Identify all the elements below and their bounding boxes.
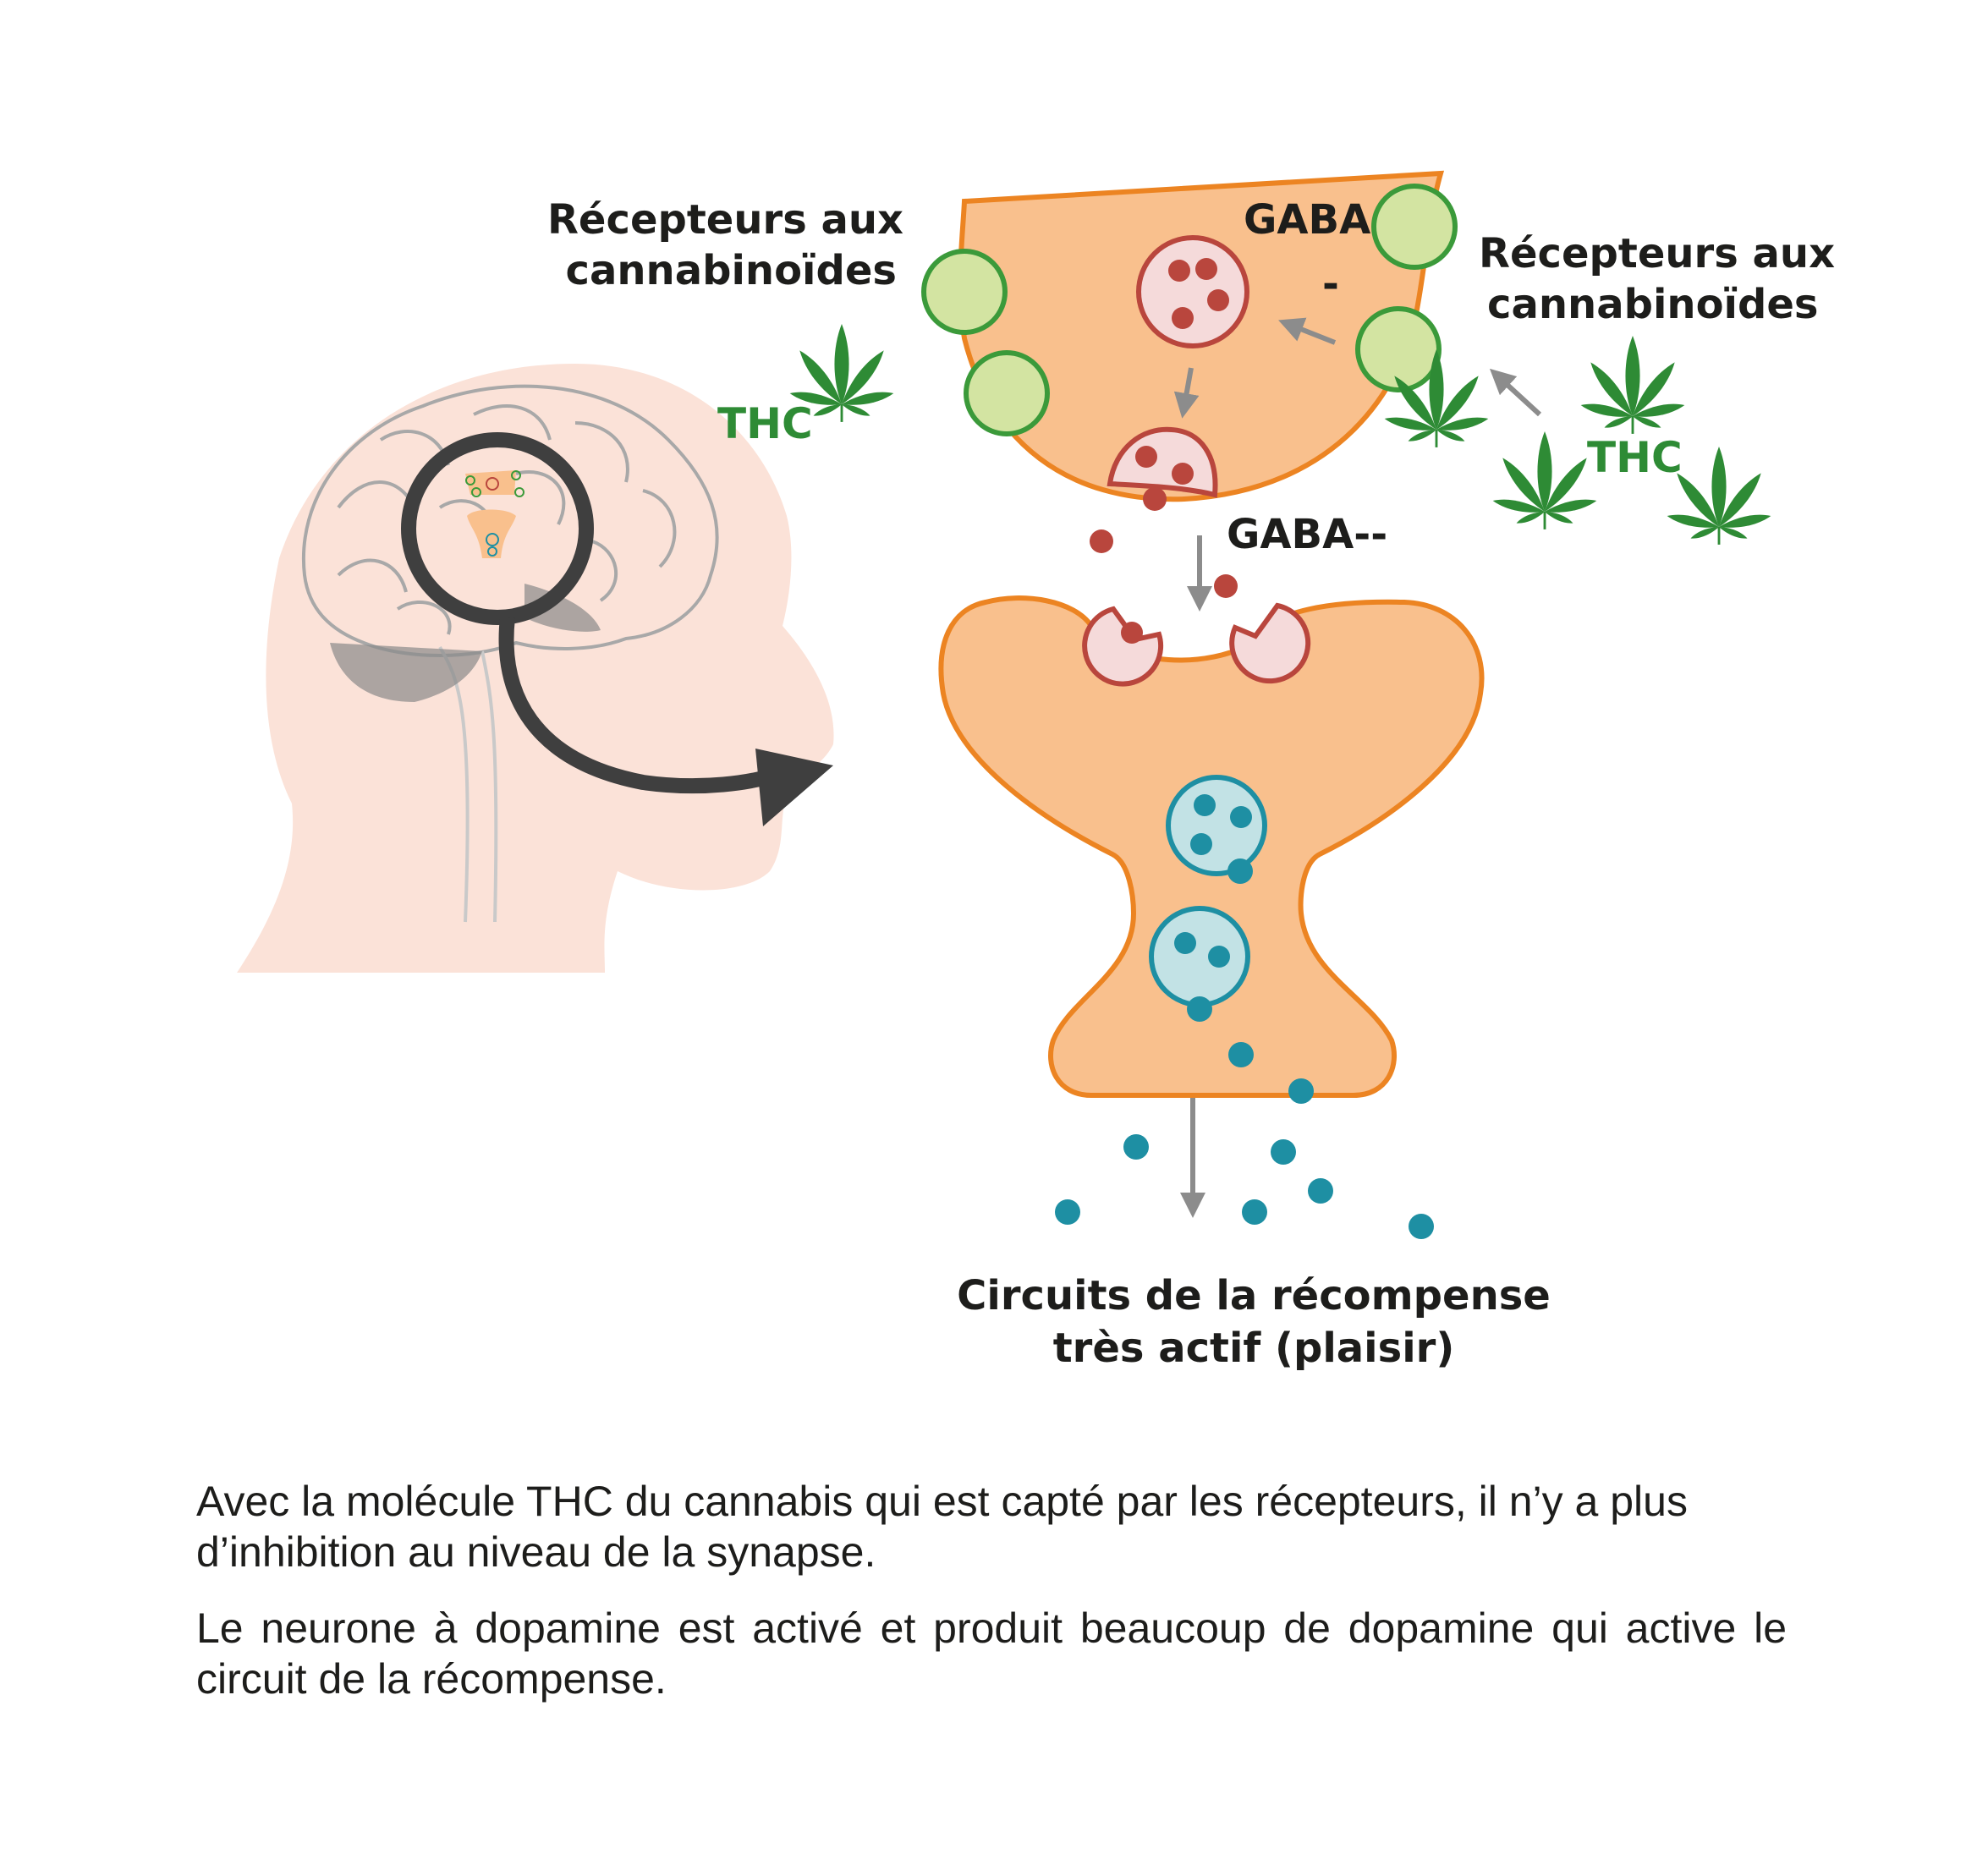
thc-left-label: THC (717, 399, 813, 448)
thc-right-label: THC (1587, 433, 1683, 482)
vesicle-icon (1166, 775, 1267, 876)
cannabis-leaf-icon (1579, 334, 1687, 436)
gaba-in-cleft (1090, 529, 1238, 598)
cannabis-leaf-icon (1491, 430, 1599, 531)
reward-label-1: Circuits de la récompense (957, 1272, 1551, 1319)
receptor-icon (921, 249, 1008, 335)
receptor-icon (1355, 306, 1442, 392)
reward-label-2: très actif (plaisir) (1053, 1325, 1455, 1372)
gaba-cleft-label: GABA-- (1227, 511, 1387, 558)
dopamine-vesicles (1149, 775, 1267, 1022)
caption-paragraph-1: Avec la molécule THC du cannabis qui est… (196, 1478, 1688, 1576)
receptors-left-label-1: Récepteurs aux (547, 196, 903, 244)
dopamine-released (1055, 1042, 1434, 1239)
caption-paragraph-2: Le neurone à dopamine est activé et prod… (196, 1604, 1787, 1703)
receptors-right-label-2: cannabinoïdes (1487, 281, 1818, 328)
gaba-top-label: GABA (1244, 196, 1370, 244)
receptor-icon (964, 350, 1050, 436)
gaba-minus-label: - (1322, 261, 1339, 308)
receptors-left-label-2: cannabinoïdes (566, 247, 897, 294)
magnifier-icon (401, 432, 833, 826)
brain-mini-synapse (465, 470, 524, 558)
vesicle-icon (1136, 235, 1249, 348)
receptors-right-label-1: Récepteurs aux (1479, 230, 1835, 277)
gaba-vesicles (1107, 235, 1249, 511)
receptor-icon (1371, 184, 1458, 270)
vesicle-icon (1149, 906, 1250, 1007)
gaba-receptors (1082, 602, 1311, 687)
cannabinoid-receptors (921, 184, 1458, 436)
